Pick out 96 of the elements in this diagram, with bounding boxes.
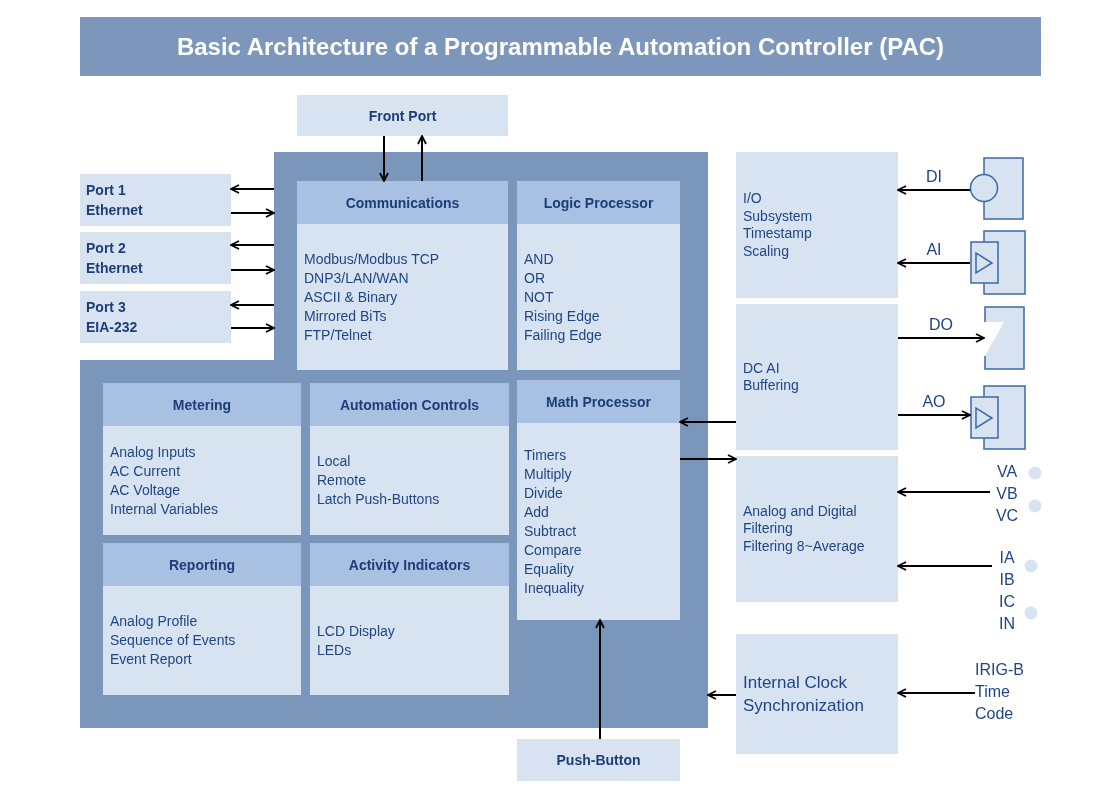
node-label: Subsystem [743, 207, 814, 225]
arrow [679, 454, 737, 464]
port-box [80, 291, 231, 343]
list-item: Modbus/Modbus TCP [304, 249, 441, 269]
card-title: Communications [297, 181, 508, 224]
diagram-title: Basic Architecture of a Programmable Automation Controller (PAC) [80, 17, 1041, 76]
arrow [897, 410, 971, 420]
node-label: Ethernet [86, 201, 144, 220]
module-card [103, 543, 301, 695]
port-box [80, 232, 231, 284]
signal-label: VA VB VC [995, 462, 1019, 526]
signal-label: IA IB IC IN [999, 548, 1015, 634]
arrow [595, 619, 605, 740]
node-label: DC AI [743, 359, 781, 377]
list-item: Internal Variables [110, 499, 219, 519]
arrow [230, 300, 275, 310]
list-item: Timers [524, 445, 568, 465]
list-item: Multiply [524, 464, 573, 484]
card-title: Automation Controls [310, 383, 509, 426]
list-item: OR [524, 268, 546, 288]
list-item: AC Voltage [110, 480, 182, 500]
arrow [230, 184, 275, 194]
list-item: Failing Edge [524, 325, 603, 345]
arrow [230, 265, 275, 275]
module-card [517, 181, 680, 370]
node-label: Buffering [743, 377, 800, 395]
edge-label: DO [929, 316, 953, 334]
list-item: Subtract [524, 521, 578, 541]
arrow [230, 208, 275, 218]
list-item: AND [524, 249, 555, 269]
module-card [310, 383, 509, 535]
list-item: LEDs [317, 640, 353, 660]
list-item: AC Current [110, 461, 182, 481]
arrow [230, 240, 275, 250]
arrow [897, 688, 976, 698]
list-item: Compare [524, 540, 583, 560]
port-box [80, 174, 231, 226]
function-box [736, 304, 898, 450]
node-label: Analog and Digital Filtering [743, 502, 858, 538]
function-box [736, 634, 898, 754]
node-label: Port 3 [86, 298, 127, 317]
node-label: Timestamp [743, 225, 813, 243]
arrow [897, 333, 985, 343]
card-title: Activity Indicators [310, 543, 509, 586]
list-item: Analog Profile [110, 612, 199, 631]
node-label: Filtering 8~Average [743, 537, 866, 556]
list-item: Inequality [524, 578, 585, 598]
card-title: Reporting [103, 543, 301, 586]
list-item: Equality [524, 559, 575, 579]
list-item: Rising Edge [524, 306, 601, 326]
node-label: I/O [743, 190, 763, 208]
card-title: Math Processor [517, 380, 680, 423]
node-label: Ethernet [86, 259, 144, 278]
list-item: Event Report [110, 650, 193, 669]
node-label: EIA-232 [86, 318, 139, 337]
arrow [379, 135, 389, 182]
module-card [103, 383, 301, 535]
node-label: Port 2 [86, 239, 127, 258]
module-card [310, 543, 509, 695]
port-box [297, 95, 508, 136]
list-item: LCD Display [317, 621, 396, 641]
node-label: Internal Clock Synchronization [743, 672, 865, 717]
node-label: Front Port [368, 106, 437, 126]
edge-label: AI [926, 241, 942, 259]
signal-label: IRIG-B Time Code [975, 660, 1025, 724]
module-card [517, 380, 680, 620]
arrow [707, 690, 737, 700]
list-item: DNP3/LAN/WAN [304, 268, 410, 288]
list-item: NOT [524, 287, 555, 307]
list-item: Latch Push-Buttons [317, 490, 441, 509]
edge-label: AO [922, 393, 946, 411]
card-title: Metering [103, 383, 301, 426]
list-item: Analog Inputs [110, 442, 197, 462]
card-title: Logic Processor [517, 181, 680, 224]
function-box [736, 152, 898, 298]
push-button-box [517, 739, 680, 781]
list-item: Divide [524, 483, 564, 503]
list-item: Local [317, 452, 352, 471]
arrow [897, 487, 991, 497]
arrow [679, 417, 737, 427]
list-item: FTP/Telnet [304, 325, 373, 345]
function-box [736, 456, 898, 602]
node-label: Port 1 [86, 181, 127, 200]
list-item: Add [524, 502, 550, 522]
arrow [230, 323, 275, 333]
list-item: ASCII & Binary [304, 287, 399, 307]
module-card [297, 181, 508, 370]
list-item: Mirrored BiTs [304, 306, 388, 326]
arrow [417, 135, 427, 182]
list-item: Sequence of Events [110, 631, 237, 650]
edge-label: DI [926, 168, 942, 186]
node-label: Push-Button [556, 751, 641, 770]
node-label: Scaling [743, 242, 790, 260]
list-item: Remote [317, 471, 368, 490]
arrow [897, 561, 993, 571]
arrow [897, 185, 971, 195]
